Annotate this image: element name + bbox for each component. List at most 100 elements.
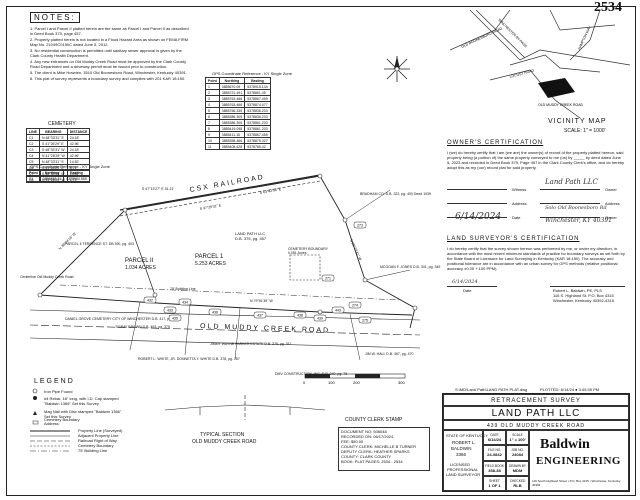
address-icon — [32, 420, 39, 425]
owner-city-handwritten: Winchester, KY 40391 — [545, 217, 612, 224]
section-title: TYPICAL SECTION — [200, 432, 245, 438]
surveyor-address-line1: 116 S. Highland St. P.O. Box 4315 — [553, 293, 614, 298]
field-label: CHECKED — [509, 478, 526, 483]
adjoiner-label: PARCEL II TERRENCE ST. DB 390, pg. 403 — [65, 242, 134, 246]
address-callout: 432 — [143, 296, 157, 304]
adjoiner-label: Centerline Old Muddy Creek Road — [20, 275, 74, 279]
owner-row-label: Owner — [605, 215, 617, 220]
mag-nail-icon — [33, 411, 37, 415]
owner-row-label: Date — [512, 215, 521, 220]
field-label: FILE NO. — [487, 448, 502, 453]
vicinity-street-label: WINCHESTER BY-PASS — [497, 18, 528, 49]
field-value: 358-38 — [488, 467, 501, 473]
bearing-label: S 47°13'27" E 31.21' — [142, 187, 174, 191]
bearing-label: N 38°04'16" W — [58, 231, 77, 250]
clerk-line: FEE: $50.00 — [341, 439, 364, 444]
owner-row-label: Owner — [605, 187, 617, 192]
bearing-label: S 63°42'04" E — [259, 187, 282, 195]
legend-line-label: Railroad Right of Way — [78, 438, 117, 443]
clerk-stamp-box: DOCUMENT NO: 506048 RECORDED ON: 06/17/2… — [338, 427, 430, 471]
parcel1-acres: 5.253 ACRES — [195, 261, 227, 267]
rebar-icon — [33, 396, 37, 400]
note-item: 1. Parcel I and Parcel II platted herein… — [30, 26, 189, 36]
plat-drawing: CSX RAILROAD OLD MUDDY CREEK ROAD PARCEL… — [20, 173, 440, 376]
legend-item: Mag Nail with Disc stamped "Baldwin 1366… — [44, 409, 122, 419]
svg-text:432: 432 — [147, 298, 153, 302]
clerk-line: RECORDED ON: 06/17/2024 — [341, 434, 394, 439]
note-item: 6. This plat of survey represents a boun… — [30, 76, 186, 81]
field-value: 1 OF 1 — [488, 482, 501, 488]
seal-line: 3366 — [456, 452, 467, 457]
surveyor-cert-text: I do hereby certify that the survey show… — [447, 246, 625, 271]
scale-tick: 200 — [353, 380, 360, 385]
clerk-line: BOOK: PLAT PAGES: 2534 - 2534 — [341, 459, 403, 464]
field-label: JOB NO. — [511, 448, 524, 453]
field-label: FIELD BOOK — [484, 463, 505, 468]
owner-row-label: Witness — [512, 187, 527, 192]
legend-item: Address — [44, 421, 59, 426]
company-name: Baldwin — [540, 437, 590, 452]
field-label: SHEET — [489, 478, 500, 483]
notes-title: NOTES: — [30, 12, 80, 23]
vicinity-street-label: OLD BOONESBORO ROAD — [461, 26, 503, 49]
bearing-label: S 37°29'31" E — [199, 203, 222, 211]
vicinity-map: WINCHESTER BY-PASS OLD BOONESBORO ROAD O… — [450, 10, 630, 118]
field-value: RLB — [513, 482, 522, 488]
svg-text:435: 435 — [172, 316, 178, 320]
surveyor-date-handwritten: 6/14/2024 — [452, 279, 478, 285]
surveyor-address-line2: Winchester, Kentucky 40392-4315 — [553, 298, 614, 303]
surveyor-cert-title: LAND SURVEYOR'S CERTIFICATION — [447, 236, 580, 242]
legend-line-label: 75' Building Line — [78, 448, 108, 453]
plat-stamp-number: 2534 — [594, 0, 622, 15]
legend-item: Cemetery Boundary — [44, 417, 80, 422]
north-arrow-icon — [384, 56, 410, 82]
seal-line: BALDWIN — [451, 446, 472, 451]
owner-address-handwritten: Solo Old Boonesboro Rd — [545, 205, 607, 211]
cemetery-table-title: CEMETERY — [48, 121, 76, 127]
building-line-label: 75' Building Line — [170, 287, 196, 291]
legend-item: #4 Rebar, 18" long, with I.D. Cap stampe… — [44, 396, 119, 406]
gps-small-row-cell: S1 — [26, 175, 41, 182]
svg-text:437: 437 — [257, 313, 263, 317]
road-label: OLD MUDDY CREEK ROAD — [200, 323, 330, 335]
adjoiner-label: MCGOAN F. JONES D.B. 341, pg. 349 — [380, 265, 440, 269]
clerk-line: COUNTY CLERK: MICHELLE B TURNER — [341, 444, 416, 449]
parcel2-acres: 1.034 ACRES — [125, 265, 157, 271]
vicinity-street-label: OLD MUDDY CREEK ROAD — [538, 103, 584, 107]
note-item: 4. Any new entrances on Old Muddy Creek … — [30, 59, 187, 69]
svg-text:433: 433 — [167, 308, 173, 312]
note-item: 2. Property platted herein is not locate… — [30, 37, 189, 47]
address-callout: 274 — [348, 301, 362, 309]
bearing-label: N 79°51'35" W — [250, 299, 273, 303]
svg-text:273: 273 — [357, 223, 363, 227]
legend-line-label: Adjacent Property Line — [78, 433, 119, 438]
gps-row-cell: 3885408.628 — [218, 143, 246, 150]
address-callout: 434 — [178, 298, 192, 306]
address-callout: 438 — [293, 311, 307, 319]
legend-line-samples — [30, 430, 70, 452]
adjoiner-label: ROBERT L. WHITE, JR. DONNETTA Y. WHITE D… — [138, 357, 240, 361]
svg-text:434: 434 — [182, 300, 188, 304]
company-logo: Baldwin ENGINEERING 116 South Highland S… — [529, 430, 629, 491]
cemetery-boundary — [289, 254, 321, 281]
site-location-marker — [538, 78, 575, 98]
gps-small-table-title: GPS Coordinate Reference - KY Single Zon… — [30, 164, 110, 169]
legend-title: LEGEND — [34, 378, 75, 385]
field-label: SCALE — [512, 433, 523, 437]
vicinity-map-scale: SCALE: 1" = 1000' — [564, 128, 606, 134]
address-callout: 271 — [321, 274, 335, 282]
note-item: 3. No residential construction is permit… — [30, 48, 182, 58]
notes-list: 1. Parcel I and Parcel II platted herein… — [30, 26, 190, 82]
scale-tick: 0 — [303, 380, 306, 385]
field-label: DATE — [490, 433, 499, 437]
title-block-field: JOB NO.24084 — [506, 445, 529, 461]
